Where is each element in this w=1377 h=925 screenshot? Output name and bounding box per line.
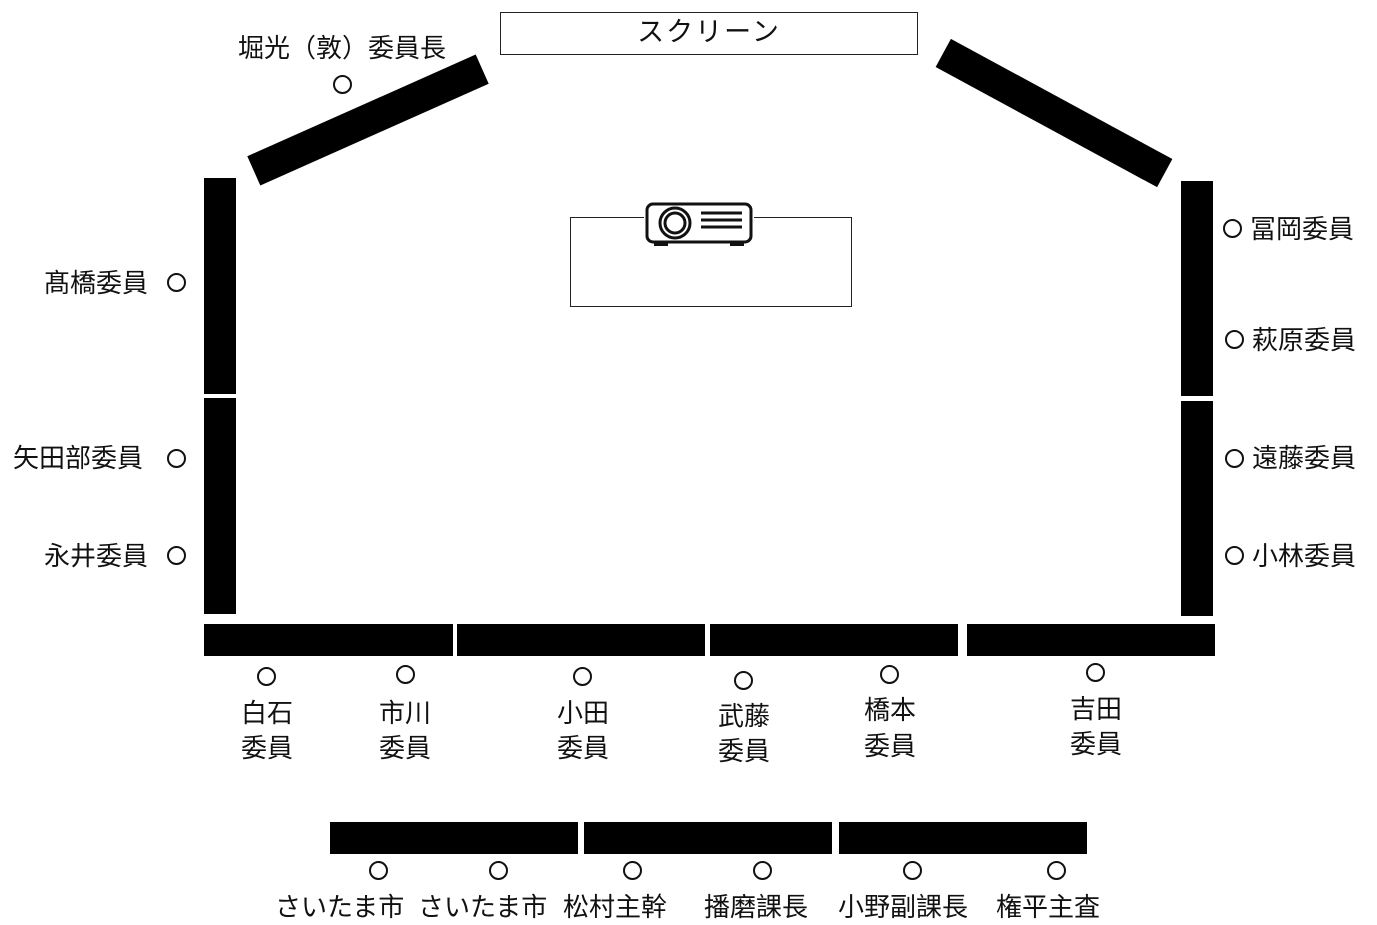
member-front-2-line1: 市川 (378, 699, 431, 729)
member-front-5-line2: 委員 (863, 732, 916, 762)
seat-staff-4 (753, 861, 772, 880)
member-left-2: 矢田部委員 (13, 444, 144, 474)
seat-right-3 (1225, 449, 1244, 468)
seat-front-3 (573, 667, 592, 686)
table-front-2 (457, 624, 705, 656)
member-front-3-line1: 小田 (556, 699, 609, 729)
seat-front-2 (396, 665, 415, 684)
seat-right-1 (1223, 219, 1242, 238)
member-left-3: 永井委員 (44, 542, 149, 572)
seat-right-4 (1225, 546, 1244, 565)
table-top-right (935, 38, 1173, 188)
member-front-2-line2: 委員 (378, 734, 431, 764)
staff-label-1: さいたま市 (275, 893, 405, 923)
screen-label: スクリーン (637, 17, 781, 48)
seat-staff-3 (623, 861, 642, 880)
seat-staff-6 (1047, 861, 1066, 880)
screen: スクリーン (500, 12, 918, 55)
table-front-3 (710, 624, 958, 656)
seat-front-5 (880, 665, 899, 684)
projector-icon (644, 201, 754, 247)
table-staff-3 (839, 822, 1087, 854)
table-staff-1 (330, 822, 578, 854)
staff-label-3: 松村主幹 (563, 893, 668, 923)
table-right-upper (1181, 181, 1213, 396)
table-top-left (247, 54, 489, 186)
member-front-4-line1: 武藤 (717, 702, 770, 732)
seat-front-6 (1086, 663, 1105, 682)
member-right-4: 小林委員 (1252, 542, 1357, 572)
seat-front-4 (734, 671, 753, 690)
member-right-3: 遠藤委員 (1252, 444, 1357, 474)
member-front-6-line1: 吉田 (1069, 695, 1122, 725)
seat-left-3 (167, 546, 186, 565)
member-front-1-line1: 白石 (240, 699, 293, 729)
member-front-6-line2: 委員 (1069, 730, 1122, 760)
table-front-4 (967, 624, 1215, 656)
seat-chair (333, 75, 352, 94)
seat-left-2 (167, 449, 186, 468)
seat-staff-1 (369, 861, 388, 880)
member-right-2: 萩原委員 (1252, 326, 1357, 356)
member-right-1: 冨岡委員 (1250, 215, 1355, 245)
staff-label-2: さいたま市 (418, 893, 548, 923)
seat-front-1 (257, 667, 276, 686)
staff-label-5: 小野副課長 (838, 893, 969, 923)
table-front-1 (204, 624, 453, 656)
seat-right-2 (1225, 330, 1244, 349)
member-front-5-line1: 橋本 (863, 696, 916, 726)
member-front-4-line2: 委員 (717, 737, 770, 767)
table-right-lower (1181, 401, 1213, 616)
member-front-3-line2: 委員 (556, 734, 609, 764)
table-left-upper (204, 178, 236, 394)
table-left-lower (204, 398, 236, 614)
seat-staff-2 (489, 861, 508, 880)
member-front-1-line2: 委員 (240, 734, 293, 764)
staff-label-6: 権平主査 (996, 893, 1101, 923)
chair-label: 堀光（敦）委員長 (238, 34, 447, 64)
table-staff-2 (584, 822, 832, 854)
staff-label-4: 播磨課長 (704, 893, 809, 923)
seat-left-1 (167, 273, 186, 292)
seat-staff-5 (903, 861, 922, 880)
member-left-1: 髙橋委員 (44, 269, 149, 299)
